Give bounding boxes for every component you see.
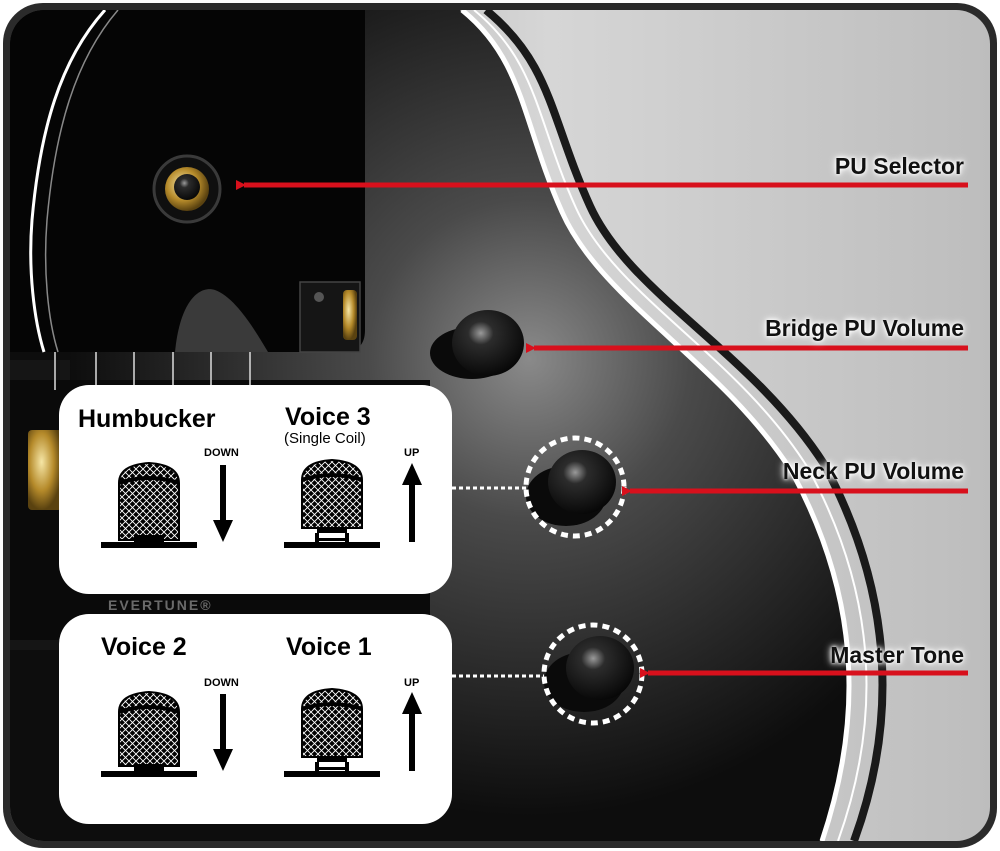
- master-tone-positions-panel: Voice 2 DOWN Voice 1 UP: [59, 614, 452, 824]
- voice-3-direction-label: UP: [404, 447, 420, 459]
- neck-pu-volume-knob: [548, 450, 616, 514]
- voice-3-subtitle: (Single Coil): [284, 430, 366, 447]
- voice-3-title: Voice 3: [285, 403, 371, 431]
- pu-selector-toggle-tip: [174, 174, 200, 200]
- screw: [314, 292, 324, 302]
- voice-2-knob-icon: [101, 690, 197, 777]
- humbucker-direction-label: DOWN: [204, 447, 239, 459]
- voice-3-knob-icon: [284, 458, 380, 548]
- body-binding-edge: [483, 10, 887, 841]
- voice-2-title: Voice 2: [101, 633, 187, 661]
- voice-1-title: Voice 1: [286, 633, 372, 661]
- bridge-pu-volume-label: Bridge PU Volume: [765, 315, 964, 341]
- neck-pu-volume-label: Neck PU Volume: [782, 458, 964, 484]
- pickguard-binding-inner: [44, 10, 119, 353]
- master-tone-label: Master Tone: [830, 642, 964, 668]
- gold-saddle: [28, 430, 62, 510]
- voice-1-direction-label: UP: [404, 677, 420, 689]
- bridge-pu-volume-knob: [452, 310, 524, 376]
- gold-part: [343, 290, 357, 340]
- pu-selector-label: PU Selector: [834, 153, 964, 179]
- bottom-panel-graphics: [101, 687, 422, 777]
- strings: [54, 352, 251, 390]
- master-tone-knob: [566, 636, 634, 700]
- down-arrow-icon: [213, 465, 233, 542]
- down-arrow-icon: [213, 694, 233, 771]
- humbucker-knob-icon: [101, 461, 197, 548]
- up-arrow-icon: [402, 463, 422, 542]
- pickguard-binding: [29, 10, 107, 353]
- body-cutout: [175, 289, 268, 352]
- up-arrow-icon: [402, 692, 422, 771]
- neck-volume-positions-panel: Humbucker DOWN Voice 3 (Single Coil) UP: [59, 385, 452, 594]
- voice-1-knob-icon: [284, 687, 380, 777]
- top-panel-graphics: [101, 458, 422, 548]
- brand-text: EVERTUNE®: [108, 597, 213, 613]
- voice-2-direction-label: DOWN: [204, 677, 239, 689]
- humbucker-title: Humbucker: [78, 405, 216, 433]
